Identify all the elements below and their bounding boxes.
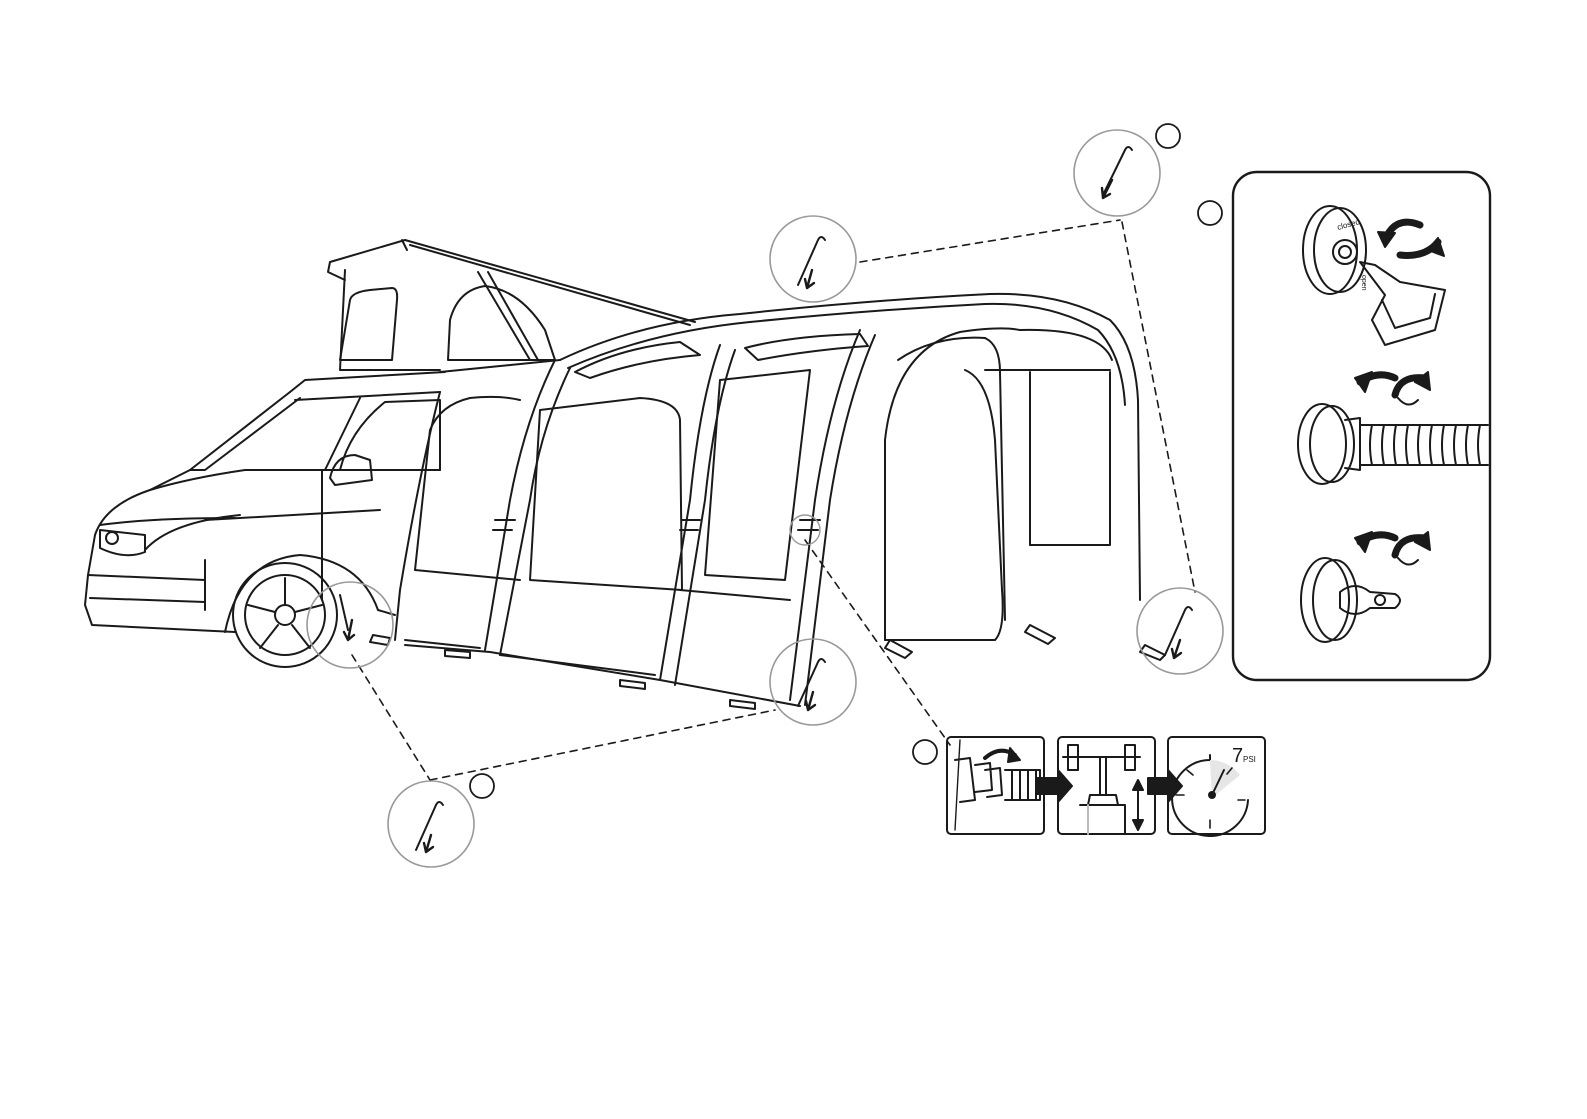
- valve-attach-pump-hose: [1298, 372, 1488, 484]
- inflation-step-strip: 7 PSI: [947, 737, 1265, 836]
- valve-open-turn: closed open: [1303, 206, 1445, 345]
- peg-callout-upper-middle: [770, 216, 856, 302]
- step-arrow-1: [1037, 770, 1072, 802]
- peg-callout-top-right: [1074, 130, 1160, 216]
- valve-close-cap: [1301, 532, 1430, 642]
- inflatable-awning: [370, 294, 1165, 709]
- gauge-pressure-value: 7: [1232, 745, 1243, 767]
- step-arrow-2: [1148, 770, 1182, 802]
- gauge-pressure-unit: PSI: [1243, 755, 1256, 764]
- dashed-leader-lines: [352, 220, 1195, 780]
- step-attach-pump: [947, 737, 1044, 834]
- peg-callout-bottom-left: [388, 781, 474, 867]
- peg-callout-right-rear: [1137, 588, 1223, 674]
- peg-callout-middle-front: [770, 639, 856, 725]
- campervan: [85, 240, 695, 667]
- valve-instruction-panel: closed open: [1233, 172, 1490, 680]
- peg-callout-front-wheel: [307, 582, 393, 668]
- valve-open-label: open: [1360, 275, 1367, 291]
- valve-closed-label: closed: [1336, 217, 1361, 232]
